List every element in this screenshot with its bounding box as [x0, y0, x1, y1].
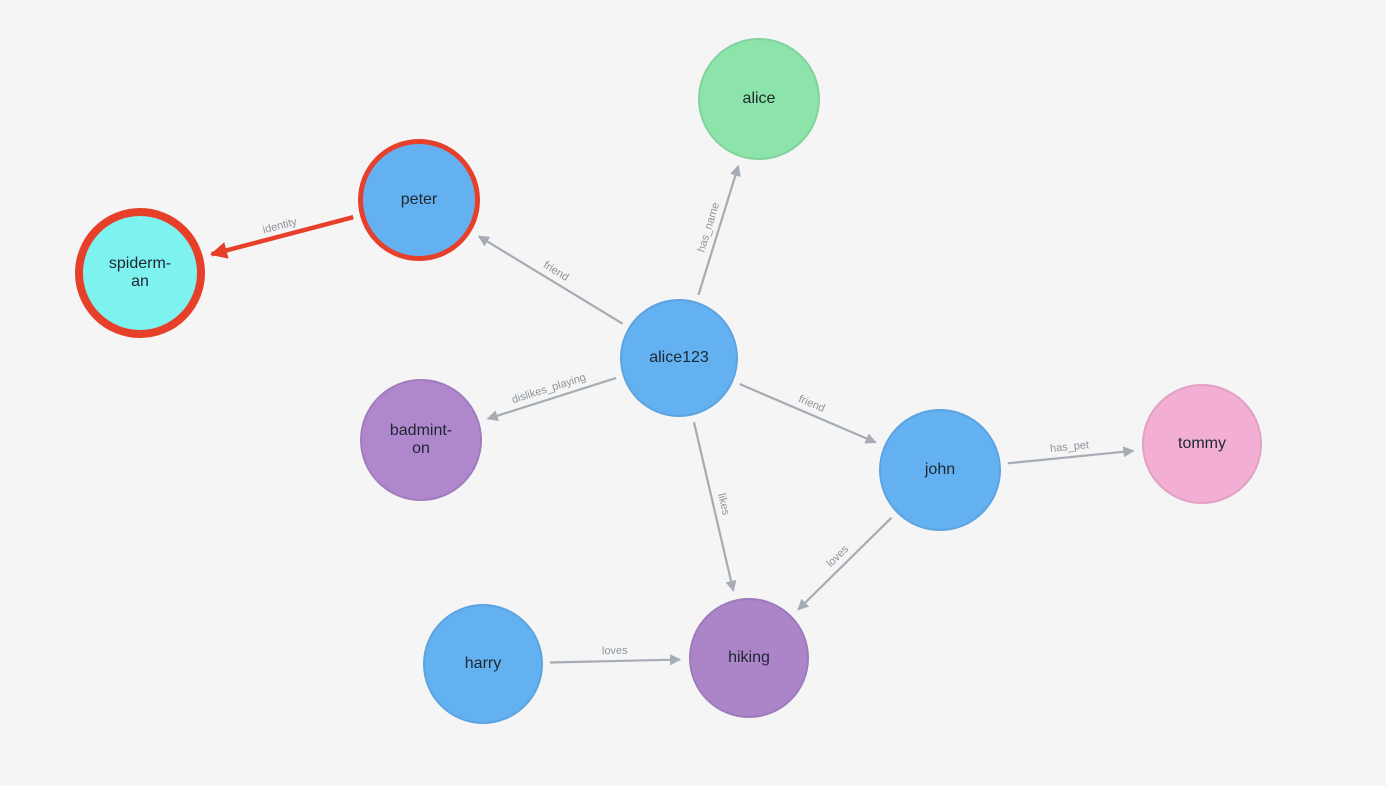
node-label: tommy	[1178, 434, 1226, 452]
edge-label: friend	[541, 259, 571, 284]
node-label: an	[131, 273, 149, 290]
node-label: hiking	[728, 648, 770, 666]
node-badminton[interactable]: badmint-on	[360, 379, 482, 501]
node-alice[interactable]: alice	[698, 38, 820, 160]
edge-label: has_pet	[1049, 439, 1089, 455]
node-label: on	[412, 440, 430, 457]
node-label: badmint-	[389, 421, 453, 439]
edge-harry-hiking[interactable]	[549, 654, 682, 666]
node-label: alice123	[649, 348, 709, 366]
edge-alice123-alice[interactable]	[697, 164, 741, 296]
edge-john-tommy[interactable]	[1007, 446, 1135, 465]
edge-alice123-peter[interactable]	[477, 235, 624, 325]
node-hiking[interactable]: hiking	[689, 598, 809, 718]
node-label: alice	[742, 89, 776, 107]
node-john[interactable]: john	[879, 409, 1001, 531]
edge-peter-spiderman[interactable]	[209, 215, 354, 259]
node-label: spiderm-	[108, 254, 172, 272]
edge-label: loves	[602, 645, 628, 658]
edge-john-hiking[interactable]	[797, 516, 893, 611]
edge-label: likes	[715, 492, 732, 517]
node-harry[interactable]: harry	[423, 604, 543, 724]
edge-alice123-hiking[interactable]	[692, 422, 737, 592]
edge-label: loves	[824, 543, 851, 570]
edge-label: friend	[797, 393, 827, 415]
node-label: john	[924, 460, 956, 478]
node-spiderman[interactable]: spiderm-an	[75, 208, 205, 338]
node-label: harry	[464, 654, 502, 672]
node-label: peter	[400, 190, 438, 208]
node-alice123[interactable]: alice123	[620, 299, 738, 417]
edge-label: dislikes_playing	[510, 371, 587, 406]
edge-alice123-badminton[interactable]	[486, 376, 617, 422]
edge-alice123-john[interactable]	[739, 383, 877, 444]
node-tommy[interactable]: tommy	[1142, 384, 1262, 504]
node-peter[interactable]: peter	[358, 139, 480, 261]
